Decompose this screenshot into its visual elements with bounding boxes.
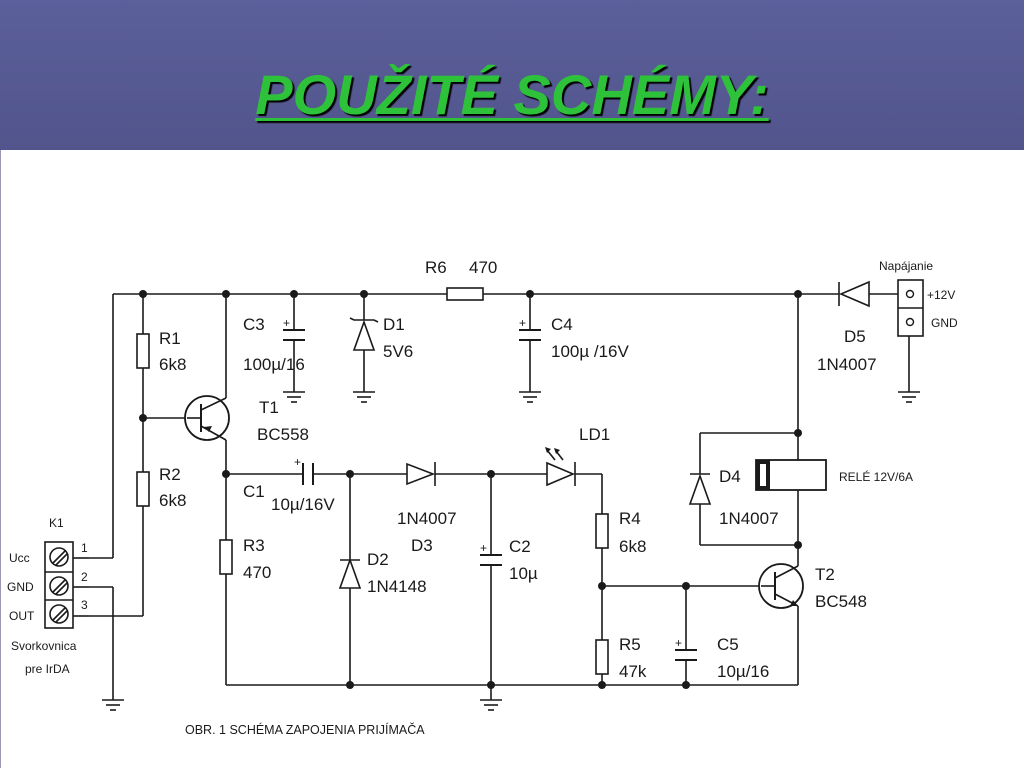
diode-d5: D5 1N4007 [817,280,877,374]
svg-text:+: + [283,316,290,330]
resistor-r4: R4 6k8 [595,509,646,556]
c5-ref: C5 [717,635,739,654]
svg-text:+: + [294,455,301,469]
c3-value: 100µ/16 [243,355,305,374]
c4-ref: C4 [551,315,573,334]
resistor-r2: R2 6k8 [136,465,186,510]
ground-icon [519,391,541,403]
t2-ref: T2 [815,565,835,584]
slide-header: POUŽITÉ SCHÉMY: [0,0,1024,150]
c1-ref: C1 [243,482,265,501]
t2-value: BC548 [815,592,867,611]
ground-icon [283,391,305,403]
r5-ref: R5 [619,635,641,654]
ground-icon [102,699,124,711]
svg-text:+: + [675,636,682,650]
figure-caption: OBR. 1 SCHÉMA ZAPOJENIA PRIJÍMAČA [185,722,425,737]
d1-value: 5V6 [383,342,413,361]
d5-value: 1N4007 [817,355,877,374]
r3-ref: R3 [243,536,265,555]
diode-d4: D4 1N4007 [688,467,779,528]
r6-value: 470 [469,258,497,277]
transistor-t2: T2 BC548 [758,563,867,611]
r2-value: 6k8 [159,491,186,510]
r6-ref: R6 [425,258,447,277]
t1-ref: T1 [259,398,279,417]
d2-ref: D2 [367,550,389,569]
d5-ref: D5 [844,327,866,346]
led-ld1: LD1 [545,425,610,487]
capacitor-c4: + C4 100µ /16V [519,315,630,361]
power-title: Napájanie [879,259,933,273]
k1-pin-1-name: Ucc [9,551,30,565]
resistor-r5: R5 47k [595,635,647,681]
r4-value: 6k8 [619,537,646,556]
d4-value: 1N4007 [719,509,779,528]
k1-pin-3-name: OUT [9,609,35,623]
c2-ref: C2 [509,537,531,556]
r1-value: 6k8 [159,355,186,374]
d3-value: 1N4007 [397,509,457,528]
ground-icon [480,699,502,711]
junction-dots [139,290,802,689]
terminal-k1: K1 Ucc GND OUT 1 2 3 Svorkovnica pre IrD… [7,516,89,676]
power-connector: Napájanie +12V GND [879,259,958,337]
slide-title: POUŽITÉ SCHÉMY: [255,63,769,126]
content-area: R6 470 R1 6k8 R2 6k8 R3 470 R4 6k8 R5 47… [0,150,1024,768]
c1-value: 10µ/16V [271,495,335,514]
k1-pin-2-num: 2 [81,570,88,584]
r4-ref: R4 [619,509,641,528]
k1-caption-line2: pre IrDA [25,662,70,676]
relay-coil: RELÉ 12V/6A [755,459,913,491]
wires [89,293,923,700]
ground-icon [353,391,375,403]
c3-ref: C3 [243,315,265,334]
resistor-r1: R1 6k8 [136,329,186,374]
resistor-r6: R6 470 [425,258,497,301]
power-pin2: GND [931,316,958,330]
capacitor-c5: + C5 10µ/16 [675,635,769,681]
k1-pin-2-name: GND [7,580,34,594]
relay-label: RELÉ 12V/6A [839,469,913,484]
k1-caption-line1: Svorkovnica [11,639,77,653]
ground-symbols [102,391,920,711]
resistor-r3: R3 470 [219,536,271,582]
d4-ref: D4 [719,467,741,486]
r3-value: 470 [243,563,271,582]
circuit-schematic: R6 470 R1 6k8 R2 6k8 R3 470 R4 6k8 R5 47… [7,258,958,737]
capacitor-c2: + C2 10µ [480,537,538,583]
d1-ref: D1 [383,315,405,334]
k1-pin-3-num: 3 [81,598,88,612]
ld1-ref: LD1 [579,425,610,444]
svg-text:+: + [480,541,487,555]
k1-pin-1-num: 1 [81,541,88,555]
capacitor-c1: + C1 10µ/16V [243,455,335,514]
ground-icon [898,391,920,403]
d2-value: 1N4148 [367,577,427,596]
r2-ref: R2 [159,465,181,484]
k1-ref: K1 [49,516,64,530]
diode-d1: D1 5V6 [349,315,413,361]
power-pin1: +12V [927,288,955,302]
transistor-t1: T1 BC558 [184,395,309,444]
diode-d2: D2 1N4148 [338,550,427,596]
c5-value: 10µ/16 [717,662,769,681]
c2-value: 10µ [509,564,538,583]
r5-value: 47k [619,662,647,681]
diode-d3: 1N4007 D3 [397,462,457,555]
r1-ref: R1 [159,329,181,348]
t1-value: BC558 [257,425,309,444]
svg-text:+: + [519,316,526,330]
c4-value: 100µ /16V [551,342,630,361]
d3-ref: D3 [411,536,433,555]
capacitor-c3: + C3 100µ/16 [243,315,305,374]
